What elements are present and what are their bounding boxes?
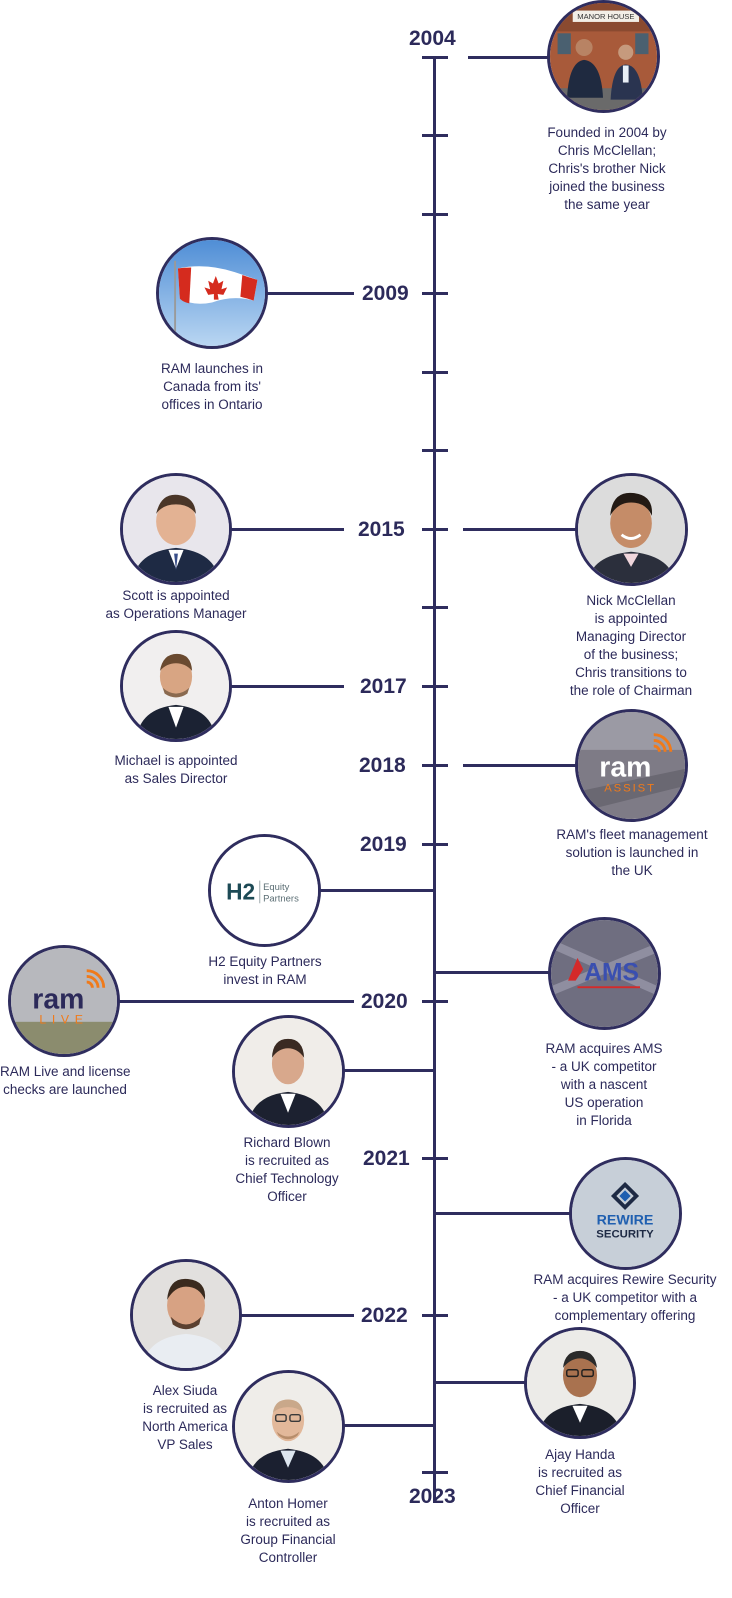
tick-2022 [422,1314,448,1317]
michael-photo [120,630,232,742]
caption-richard: Richard Blown is recruited as Chief Tech… [235,1135,339,1204]
tick [422,606,448,609]
caption-alex: Alex Siuda is recruited as North America… [142,1383,228,1452]
connector-ams [435,971,550,974]
ram-live-logo-photo: ram LIVE [8,945,120,1057]
richard-photo [232,1015,345,1128]
h2-equity-text: Equity [263,882,290,893]
connector-ramassist [463,764,577,767]
tick [422,213,448,216]
h2-mark: H2 [226,878,255,904]
rewire-word: REWIRE [597,1212,654,1228]
nick-photo [575,473,688,586]
caption-ajay: Ajay Handa is recruited as Chief Financi… [535,1447,625,1516]
founders-photo: MANOR HOUSE [547,0,660,113]
connector-ramlive [118,1000,354,1003]
caption-canada: RAM launches in Canada from its' offices… [160,361,264,412]
connector-scott [230,528,344,531]
h2-equity-logo: H2 Equity Partners [208,834,321,947]
connector-anton [343,1424,434,1427]
year-label-2023: 2023 [409,1485,456,1508]
caption-michael: Michael is appointed as Sales Director [114,753,238,786]
year-label-2018: 2018 [359,754,406,777]
ram-live-sub: LIVE [39,1013,88,1027]
caption-founded: Founded in 2004 by Chris McClellan; Chri… [547,125,667,212]
timeline-axis [433,57,436,1503]
year-label-2020: 2020 [361,990,408,1013]
tick-2021 [422,1157,448,1160]
connector-h2 [320,889,434,892]
caption-h2: H2 Equity Partners invest in RAM [208,954,322,987]
caption-nick: Nick McClellan is appointed Managing Dir… [569,593,693,698]
caption-anton: Anton Homer is recruited as Group Financ… [240,1496,336,1565]
year-label-2022: 2022 [361,1304,408,1327]
scott-photo [120,473,232,585]
connector-nick [463,528,577,531]
canada-flag-photo [156,237,268,349]
ram-assist-logo-photo: ram ASSIST [575,709,688,822]
tick-2004 [422,56,448,59]
h2-partners-text: Partners [263,893,299,904]
connector-founded [468,56,550,59]
ams-logo-photo: AMS [548,917,661,1030]
connector-richard [343,1069,434,1072]
tick-2019 [422,843,448,846]
connector-michael [230,685,344,688]
connector-rewire [435,1212,571,1215]
security-word: SECURITY [596,1229,654,1241]
alex-photo [130,1259,242,1371]
caption-ramassist: RAM's fleet management solution is launc… [556,827,708,878]
caption-ams: RAM acquires AMS - a UK competitor with … [545,1041,663,1128]
tick-2023 [422,1471,448,1474]
anton-photo [232,1370,345,1483]
ram-assist-sub: ASSIST [604,783,656,795]
connector-alex [238,1314,354,1317]
ram-assist-word: ram [599,751,651,783]
year-label-2009: 2009 [362,282,409,305]
building-sign-text: MANOR HOUSE [577,12,634,21]
rewire-security-logo-photo: REWIRE SECURITY [569,1157,682,1270]
year-label-2021: 2021 [363,1147,410,1170]
tick [422,134,448,137]
year-label-2004: 2004 [409,27,456,50]
tick-2017 [422,685,448,688]
caption-rewire: RAM acquires Rewire Security - a UK comp… [533,1272,717,1323]
year-label-2019: 2019 [360,833,407,856]
tick [422,449,448,452]
year-label-2015: 2015 [358,518,405,541]
caption-scott: Scott is appointed as Operations Manager [105,588,247,621]
caption-ramlive: RAM Live and license checks are launched [0,1064,131,1097]
tick [422,371,448,374]
year-label-2017: 2017 [360,675,407,698]
connector-ajay [435,1381,527,1384]
ajay-photo [524,1327,636,1439]
ram-live-word: ram [32,984,84,1016]
connector-canada [266,292,354,295]
tick-2020 [422,1000,448,1003]
tick-2009 [422,292,448,295]
tick-2018 [422,764,448,767]
tick-2015 [422,528,448,531]
ams-word: AMS [584,960,639,987]
